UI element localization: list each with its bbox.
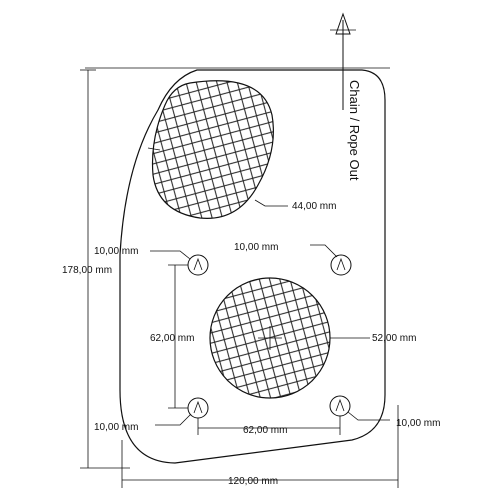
- top-window: [151, 80, 274, 219]
- hole-tr-leader: [310, 244, 338, 258]
- hole-bottom-left: [187, 397, 209, 419]
- height-dim-label: 178,00 mm: [62, 265, 112, 276]
- plate-edge-leader: [147, 147, 161, 151]
- center-window-label: 52,00 mm: [372, 333, 416, 344]
- chain-arrow-head: [335, 12, 351, 35]
- hspacing-label: 62,00 mm: [243, 425, 287, 436]
- top-window-label: 44,00 mm: [292, 201, 336, 212]
- hole-tl-leader: [150, 250, 191, 260]
- hole-bl-label: 10,00 mm: [94, 422, 138, 433]
- chain-rope-label: Chain / Rope Out: [347, 80, 362, 181]
- hole-bl-leader: [155, 413, 192, 426]
- hole-tl-label: 10,00 mm: [94, 246, 138, 257]
- plate-outline: [119, 69, 386, 464]
- width-dim-label: 120,00 mm: [228, 476, 278, 487]
- vspacing-label: 62,00 mm: [150, 333, 194, 344]
- hole-tr-label: 10,00 mm: [234, 242, 278, 253]
- hole-br-leader: [347, 411, 390, 421]
- hole-top-left: [187, 254, 209, 276]
- hole-top-right: [330, 254, 352, 276]
- hole-br-label: 10,00 mm: [396, 418, 440, 429]
- top-window-leader: [254, 199, 288, 207]
- hole-bottom-right: [329, 395, 351, 417]
